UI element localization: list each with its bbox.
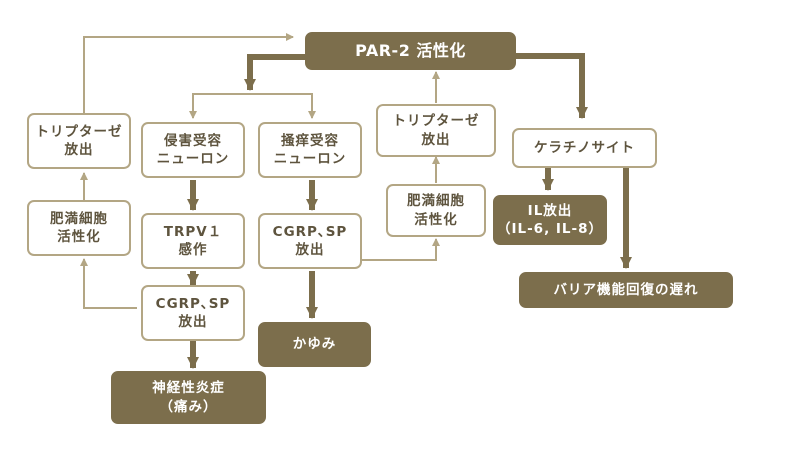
box-il-release: IL放出 （IL-6, IL-8） (493, 195, 607, 245)
arrow-par2-down (244, 54, 305, 91)
arrow-split-to-pruriceptor (250, 93, 316, 119)
box-keratinocyte: ケラチノサイト (512, 128, 657, 168)
box-cgrp-sp-release-left: CGRP､SP 放出 (141, 285, 245, 341)
box-pruriceptor-neuron: 掻痒受容 ニューロン (258, 122, 362, 178)
box-mast-cell-activation-right: 肥満細胞 活性化 (386, 184, 486, 237)
arrow-par2-to-keratinocyte (516, 53, 588, 119)
box-cgrp-sp-release-right: CGRP､SP 放出 (258, 213, 362, 269)
box-par2-activation: PAR-2 活性化 (305, 32, 516, 70)
arrow-cgrp-to-mast-left (80, 258, 137, 309)
box-nociceptor-neuron: 侵害受容 ニューロン (141, 122, 245, 178)
box-barrier-recovery-delay: バリア機能回復の遅れ (519, 272, 733, 308)
box-tryptase-release-right: トリプターゼ 放出 (376, 104, 496, 157)
box-mast-cell-activation-left: 肥満細胞 活性化 (27, 200, 131, 256)
box-tryptase-release-left: トリプターゼ 放出 (27, 113, 131, 169)
arrow-cgrp-to-mast-right (361, 238, 440, 261)
arrow-tryptase-to-par2 (83, 33, 294, 128)
box-neurogenic-inflammation: 神経性炎症 （痛み） (111, 371, 266, 424)
box-itch: かゆみ (258, 322, 371, 367)
box-trpv1-sensitization: TRPV１ 感作 (141, 213, 245, 269)
arrow-split-to-nociceptor (189, 93, 250, 119)
